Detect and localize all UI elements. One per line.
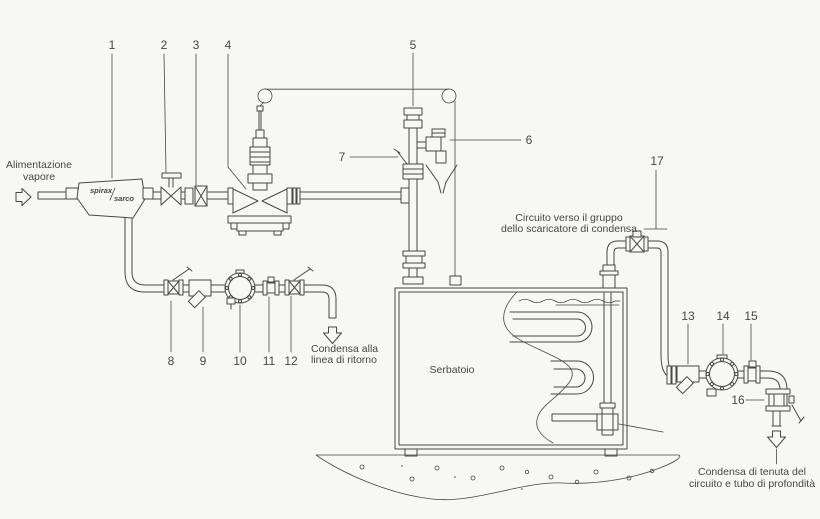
callout-10: 10 <box>233 354 247 368</box>
float-trap-14 <box>705 354 739 397</box>
ball-valve-8 <box>163 266 193 296</box>
relief-valve-6 <box>416 128 447 164</box>
separator-drain-pipe <box>124 217 165 293</box>
return-outlet-pipe <box>303 284 337 319</box>
ground <box>315 454 681 501</box>
trap-circuit-label-line2: dello scaricatore di condensa <box>501 223 637 235</box>
tank-top-outlet-fitting <box>599 264 619 289</box>
heating-coil-upper <box>509 311 593 343</box>
steam-supply-label-line2: vapore <box>23 171 55 183</box>
check-valve-15 <box>743 360 761 384</box>
callout-8: 8 <box>168 354 175 368</box>
trap-circuit-loop-pipe <box>606 240 675 379</box>
down-arrow-return-icon <box>323 326 342 344</box>
injector-fitting <box>551 402 664 436</box>
callout-leaders <box>111 52 765 401</box>
callout-13: 13 <box>681 309 695 323</box>
callout-15: 15 <box>744 309 758 323</box>
ball-valve-12 <box>284 266 314 296</box>
condensate-return-label-line1: Condensa alla <box>311 343 378 355</box>
callout-12: 12 <box>284 354 298 368</box>
callout-5: 5 <box>410 38 417 52</box>
callout-14: 14 <box>716 309 730 323</box>
float-trap-10 <box>224 269 264 310</box>
steam-flow-arrow-icon <box>15 188 32 206</box>
seal-condensate-label-line2: circuito e tubo di profondità <box>689 478 815 490</box>
callout-6: 6 <box>526 133 533 147</box>
steam-inlet <box>15 188 67 206</box>
pressure-reducing-valve-4 <box>227 105 293 236</box>
drain-funnel <box>425 164 458 194</box>
test-valve-7 <box>393 148 424 180</box>
callout-2: 2 <box>161 38 168 52</box>
strainer-13 <box>675 365 700 395</box>
union-3 <box>181 185 229 207</box>
brand-logo-word2: sarco <box>114 194 134 203</box>
dip-pipe <box>603 292 612 404</box>
steam-supply-label-line1: Alimentazione <box>6 159 72 171</box>
check-valve-11 <box>262 276 286 296</box>
callout-4: 4 <box>225 38 232 52</box>
seal-condensate-label-line1: Condensa di tenuta del <box>698 466 806 478</box>
callout-11: 11 <box>263 354 276 368</box>
callout-1: 1 <box>109 38 116 52</box>
isolating-valve-2 <box>152 172 182 206</box>
down-arrow-seal-icon <box>767 430 786 448</box>
heating-coil-lower <box>550 360 594 395</box>
callout-16: 16 <box>731 393 745 407</box>
brand-logo-word1: spirax <box>90 186 113 195</box>
trap-circuit-label-line1: Circuito verso il gruppo <box>515 212 623 224</box>
callout-9: 9 <box>200 354 207 368</box>
condensate-return-label-line2: linea di ritorno <box>311 354 377 366</box>
tank-riser-pipe <box>402 111 426 285</box>
tank-label: Serbatoio <box>430 364 475 376</box>
tank <box>394 287 628 457</box>
sensing-line-tank-connection <box>449 275 462 286</box>
water-level-line <box>518 298 621 306</box>
callout-7: 7 <box>339 150 346 164</box>
callout-3: 3 <box>193 38 200 52</box>
reduced-pressure-line <box>291 187 410 205</box>
injector-leader-line <box>618 423 664 433</box>
capillary-sensing-line <box>257 88 457 278</box>
seal-drop-pipe <box>759 370 788 391</box>
separator-1 <box>65 178 154 219</box>
fitting-5 <box>403 107 423 129</box>
callout-17: 17 <box>650 154 664 168</box>
isolating-valve-17 <box>625 230 649 253</box>
sight-check-16 <box>765 388 805 427</box>
strainer-9 <box>187 279 226 309</box>
